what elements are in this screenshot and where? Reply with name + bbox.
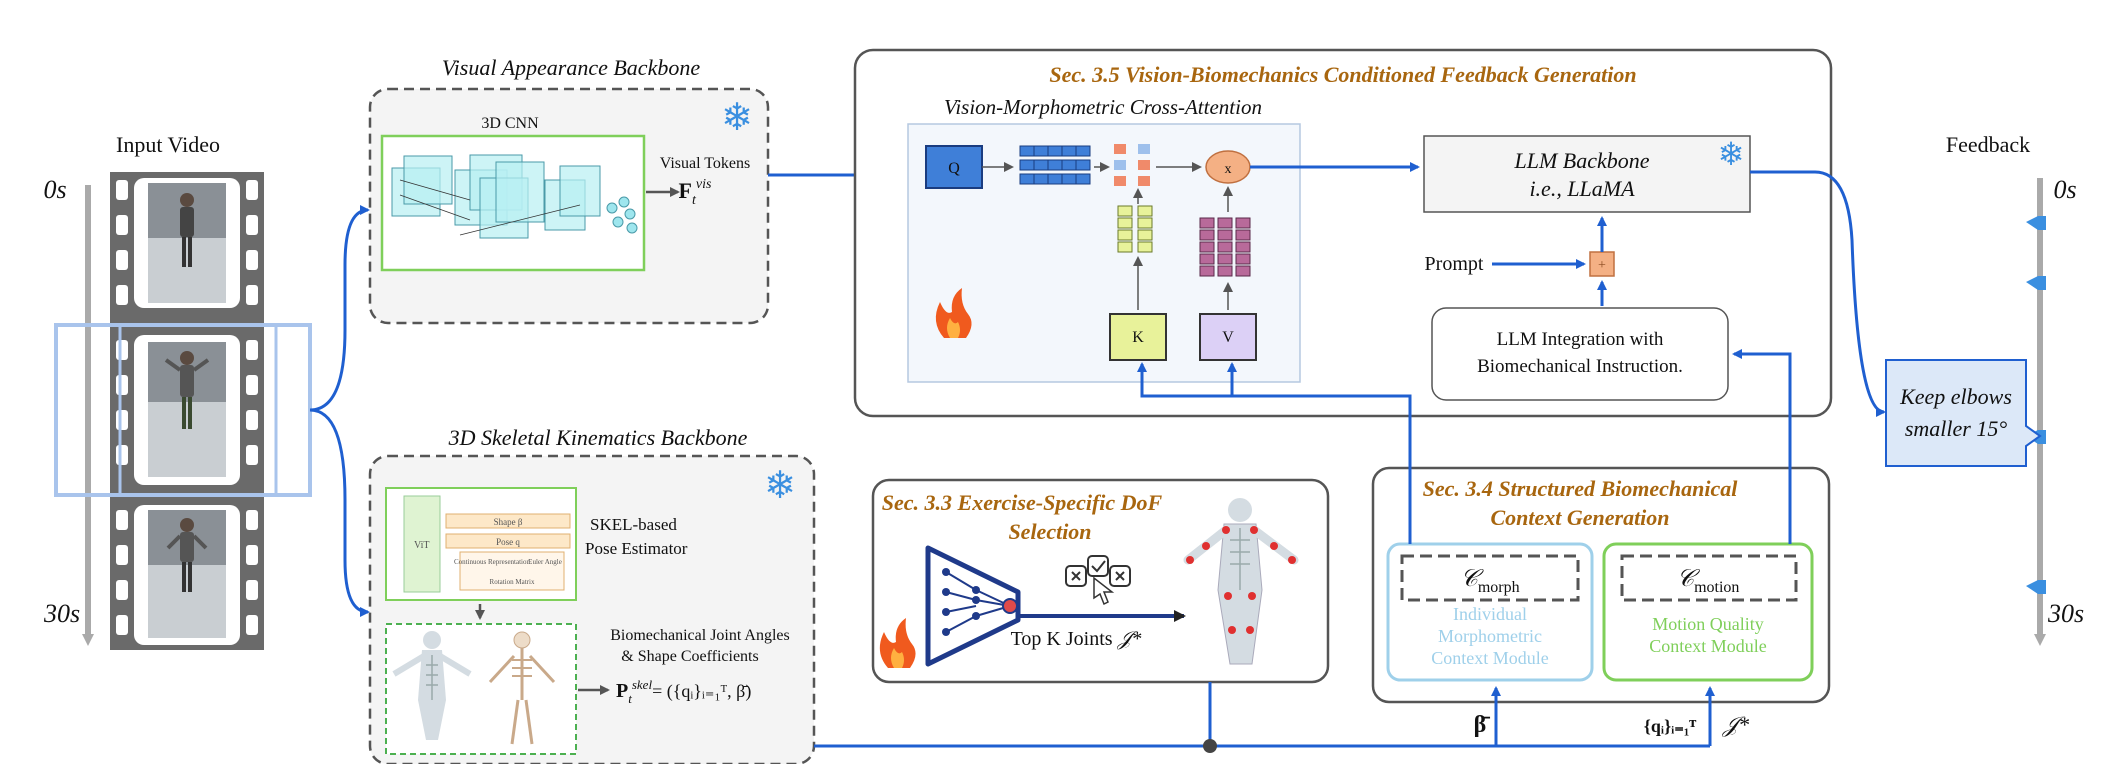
- feedback-bubble: [1885, 359, 2042, 467]
- topk-label: Top K Joints 𝒥*: [1011, 628, 1142, 650]
- value-token-grid: [1199, 217, 1251, 277]
- visual-tokens-label: Visual Tokens: [660, 155, 751, 172]
- skel-inner-pose: Pose q: [496, 537, 520, 547]
- beta-label: β̄: [1474, 712, 1491, 738]
- dof-title-1: Sec. 3.3 Exercise-Specific DoF: [882, 490, 1163, 515]
- attention-map: [1114, 144, 1150, 186]
- selection-network-icon: [925, 545, 1021, 667]
- morph-symbol-box: [1400, 554, 1580, 602]
- key-token-grid: [1117, 205, 1153, 253]
- skeletal-backbone-title: 3D Skeletal Kinematics Backbone: [448, 425, 748, 450]
- cnn-nodes: [606, 196, 638, 234]
- skel-inner-vit: ViT: [414, 540, 430, 551]
- skeletal-backbone-panel: 3D Skeletal Kinematics Backbone ❄ ViT Sh…: [368, 425, 816, 764]
- joint-angles-label-1: Biomechanical Joint Angles: [610, 627, 790, 644]
- motion-module-label-2: Context Module: [1649, 636, 1767, 656]
- trainable-fire-icon: [935, 288, 972, 338]
- feedback-text-2: smaller 15°: [1905, 416, 2008, 441]
- video-frame-2: [134, 335, 240, 485]
- cnn-cubes: [391, 154, 601, 239]
- body-mesh-figure: [392, 631, 472, 740]
- feedback-time-end: 30s: [2047, 599, 2084, 628]
- value-box: [1199, 313, 1257, 361]
- estimator-label-2: Pose Estimator: [585, 539, 688, 558]
- dof-selection-panel: Sec. 3.3 Exercise-Specific DoF Selection…: [871, 478, 1330, 684]
- llm-backbone-example: i.e., LLaMA: [1529, 176, 1635, 201]
- prompt-label: Prompt: [1425, 253, 1484, 275]
- feedback-output-panel: Feedback 0s 30s Keep elbows smaller 15°: [1885, 132, 2084, 646]
- cnn-label: 3D CNN: [481, 115, 539, 132]
- visual-tokens-formula: Ftvis: [679, 177, 712, 208]
- morph-module-label-1: Individual: [1453, 604, 1527, 624]
- multiply-label: x: [1225, 162, 1232, 177]
- llm-backbone-label: LLM Backbone: [1513, 148, 1649, 173]
- context-generation-panel: Sec. 3.4 Structured Biomechanical Contex…: [1371, 466, 1831, 704]
- input-time-start: 0s: [43, 175, 66, 204]
- skel-mesh-box: [385, 623, 577, 755]
- arrow-to-skeletal-backbone: [309, 408, 370, 617]
- morph-module-label-2: Morphometric: [1438, 626, 1542, 646]
- input-time-end: 30s: [43, 599, 80, 628]
- concat-label: +: [1598, 258, 1606, 273]
- key-label: K: [1132, 329, 1144, 346]
- motion-symbol-box: [1620, 554, 1798, 602]
- query-token-grid: [1019, 145, 1091, 185]
- bus-junction: [1203, 739, 1217, 753]
- feedback-text-1: Keep elbows: [1899, 384, 2012, 409]
- click-selection-icon: [1065, 555, 1131, 606]
- value-label: V: [1222, 329, 1234, 346]
- trainable-fire-icon-2: [879, 618, 916, 668]
- llm-integration-label-1: LLM Integration with: [1497, 329, 1664, 350]
- llm-backbone-box: [1423, 135, 1751, 213]
- query-label: Q: [948, 160, 960, 177]
- video-frame-3: [134, 505, 240, 645]
- dof-title-2: Selection: [1008, 519, 1091, 544]
- visual-backbone-title: Visual Appearance Backbone: [442, 55, 700, 80]
- feedback-generation-panel: Sec. 3.5 Vision-Biomechanics Conditioned…: [853, 48, 1833, 418]
- feedback-title: Feedback: [1946, 132, 2030, 157]
- frozen-snowflake-icon-3: ❄: [1718, 136, 1745, 172]
- cross-attention-title: Vision-Morphometric Cross-Attention: [944, 95, 1262, 119]
- query-box: [925, 145, 983, 189]
- llm-integration-box: [1431, 307, 1729, 401]
- morph-to-key-arrow: [1137, 362, 1412, 544]
- skel-inner-rot: Rotation Matrix: [490, 578, 535, 586]
- concat-node: [1589, 251, 1615, 277]
- motion-to-integration-arrow: [1732, 349, 1792, 544]
- context-title-1: Sec. 3.4 Structured Biomechanical: [1423, 476, 1739, 501]
- feedback-generation-title: Sec. 3.5 Vision-Biomechanics Conditioned…: [1049, 62, 1636, 87]
- frozen-snowflake-icon: ❄: [721, 97, 753, 139]
- estimator-label-1: SKEL-based: [590, 515, 677, 534]
- feedback-time-start: 0s: [2053, 175, 2076, 204]
- skel-formula: Ptskel= ({qᵢ}ᵢ₌₁ᵀ, β̄): [616, 677, 751, 706]
- frozen-snowflake-icon-2: ❄: [764, 465, 796, 507]
- morph-module-label-3: Context Module: [1431, 648, 1549, 668]
- motion-module-label-1: Motion Quality: [1652, 614, 1764, 634]
- motion-symbol: 𝒞motion: [1677, 566, 1740, 596]
- input-video-title: Input Video: [116, 132, 220, 157]
- joint-body-figure: [1183, 498, 1299, 665]
- q-label: {qᵢ}ᵢ₌₁ᵀ: [1644, 716, 1696, 736]
- key-box: [1109, 313, 1167, 361]
- j-label: 𝒥*: [1722, 712, 1749, 737]
- arrow-to-feedback: [1750, 170, 1886, 417]
- skel-inner-shape: Shape β: [494, 517, 523, 527]
- skeleton-figure: [488, 631, 556, 745]
- input-video-panel: Input Video 0s 30s: [43, 132, 312, 650]
- skel-inner-euler: Euler Angle: [528, 558, 562, 566]
- arrow-to-visual-backbone: [309, 205, 370, 412]
- video-frame-1: [134, 178, 240, 308]
- skel-inner-cont: Continuous Representation: [454, 558, 531, 566]
- llm-integration-label-2: Biomechanical Instruction.: [1477, 356, 1683, 377]
- visual-backbone-panel: Visual Appearance Backbone ❄ 3D CNN Visu…: [368, 55, 770, 325]
- context-title-2: Context Generation: [1490, 505, 1669, 530]
- joint-angles-label-2: & Shape Coefficients: [621, 648, 758, 665]
